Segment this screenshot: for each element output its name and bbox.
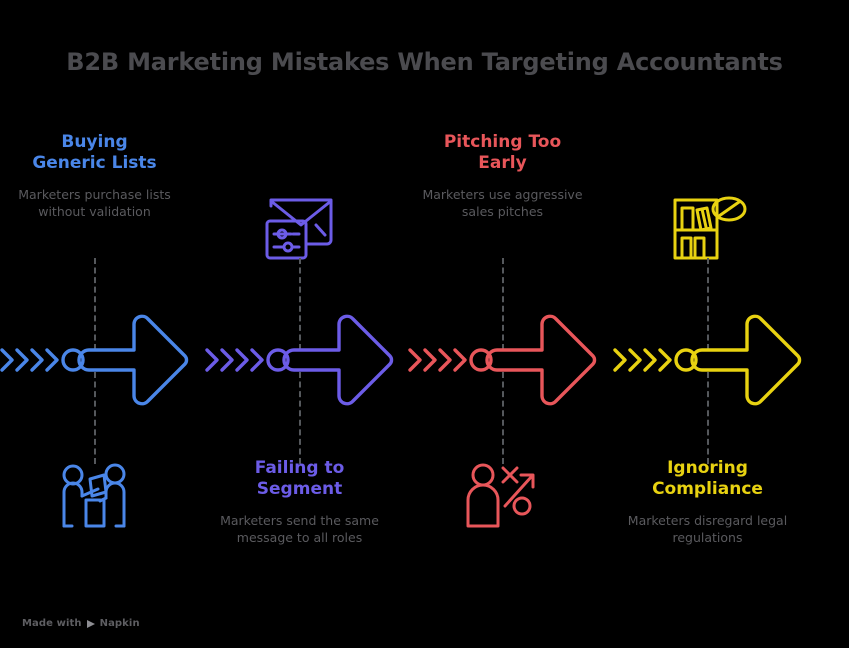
step-heading-line2: Segment xyxy=(256,479,343,500)
connector-dash-down xyxy=(502,372,504,464)
step-arrow xyxy=(605,306,810,414)
step-arrow xyxy=(400,306,605,414)
step-pitching-too-early: Pitching Too Early Marketers use aggress… xyxy=(400,110,605,610)
step-heading: Buying Generic Lists xyxy=(0,132,197,175)
connector-dash-up xyxy=(502,258,504,350)
napkin-play-icon xyxy=(86,619,96,629)
step-heading-line1: Failing to xyxy=(254,458,345,478)
step-ignoring-compliance: Ignoring Compliance Marketers disregard … xyxy=(605,110,810,610)
step-description: Marketers send the same message to all r… xyxy=(220,512,379,546)
step-description: Marketers purchase lists without validat… xyxy=(18,186,171,220)
step-heading-line1: Buying xyxy=(61,132,128,152)
step-heading-line2: Compliance xyxy=(652,479,763,500)
step-description: Marketers disregard legal regulations xyxy=(627,512,788,546)
connector-dash-down xyxy=(94,372,96,464)
step-heading: Pitching Too Early xyxy=(400,132,605,175)
connector-dash-up xyxy=(94,258,96,350)
step-buying-generic-lists: Buying Generic Lists Marketers purchase … xyxy=(0,110,197,610)
step-heading-line1: Pitching Too xyxy=(443,132,562,152)
envelope-with-sliders-icon xyxy=(259,192,339,264)
step-arrow xyxy=(0,306,197,414)
step-description: Marketers use aggressive sales pitches xyxy=(422,186,583,220)
step-text-block: Ignoring Compliance Marketers disregard … xyxy=(605,458,810,547)
step-text-block: Buying Generic Lists Marketers purchase … xyxy=(0,132,197,221)
connector-dash-up xyxy=(299,258,301,350)
step-text-block: Failing to Segment Marketers send the sa… xyxy=(197,458,402,547)
watermark-brand: Napkin xyxy=(99,618,140,629)
connector-dash-down xyxy=(707,372,709,464)
step-text-block: Pitching Too Early Marketers use aggress… xyxy=(400,132,605,221)
connector-dash-down xyxy=(299,372,301,464)
step-heading-line2: Early xyxy=(478,153,527,174)
napkin-watermark: Made with Napkin xyxy=(22,618,140,629)
page-title: B2B Marketing Mistakes When Targeting Ac… xyxy=(66,48,783,76)
ledger-with-restricted-badge-icon xyxy=(667,192,747,264)
two-people-with-list-icon xyxy=(54,458,134,530)
step-arrow xyxy=(197,306,402,414)
person-with-strategy-icon xyxy=(462,458,542,530)
step-heading: Failing to Segment xyxy=(197,458,402,501)
watermark-prefix: Made with xyxy=(22,618,82,629)
step-heading-line1: Ignoring xyxy=(667,458,748,478)
connector-dash-up xyxy=(707,258,709,350)
step-heading-line2: Generic Lists xyxy=(32,153,157,174)
step-failing-to-segment: Failing to Segment Marketers send the sa… xyxy=(197,110,402,610)
step-heading: Ignoring Compliance xyxy=(605,458,810,501)
